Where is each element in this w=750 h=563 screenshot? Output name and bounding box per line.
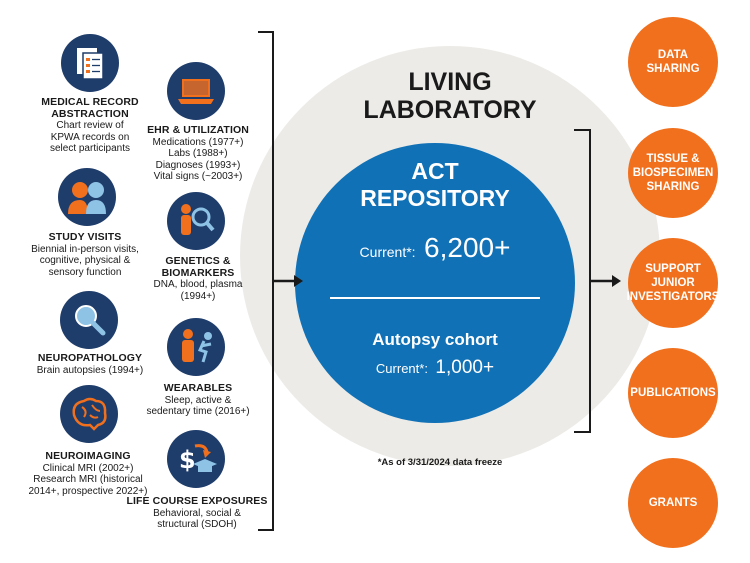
- source-neuropathology: NEUROPATHOLOGY Brain autopsies (1994+): [36, 352, 144, 376]
- divider-line: [330, 297, 540, 299]
- laptop-icon: [167, 62, 225, 120]
- magnifier-icon: [60, 291, 118, 349]
- source-genetics: GENETICS & BIOMARKERS DNA, blood, plasma…: [153, 255, 243, 302]
- brain-icon: [60, 385, 118, 443]
- people-icon: [58, 168, 116, 226]
- act-repository-circle: [295, 143, 575, 423]
- dollar-graduation-icon: $: [167, 430, 225, 488]
- output-data-sharing: DATA SHARING: [628, 17, 718, 107]
- output-support-junior-investigators: SUPPORT JUNIOR INVESTIGATORS: [627, 238, 719, 328]
- source-life-course: LIFE COURSE EXPOSURES Behavioral, social…: [126, 495, 268, 530]
- autopsy-count: Current*: 1,000+: [375, 357, 495, 378]
- current-count: Current*: 6,200+: [359, 232, 511, 263]
- source-wearables: WEARABLES Sleep, active & sedentary time…: [146, 382, 250, 417]
- arrow-to-center-icon: [272, 275, 303, 287]
- output-grants: GRANTS: [628, 458, 718, 548]
- magnify-person-icon: [167, 192, 225, 250]
- footnote: *As of 3/31/2024 data freeze: [377, 457, 503, 468]
- document-icon: [61, 34, 119, 92]
- output-publications: PUBLICATIONS: [628, 348, 718, 438]
- autopsy-cohort-title: Autopsy cohort: [372, 330, 498, 349]
- source-ehr: EHR & UTILIZATION Medications (1977+) La…: [147, 124, 249, 182]
- source-medical-record: MEDICAL RECORD ABSTRACTION Chart review …: [41, 96, 139, 154]
- svg-text:$: $: [179, 446, 196, 474]
- source-study-visits: STUDY VISITS Biennial in-person visits, …: [31, 231, 139, 278]
- right-bracket: [574, 129, 591, 433]
- living-laboratory-title: LIVING LABORATORY: [363, 68, 537, 124]
- activity-icon: [167, 318, 225, 376]
- output-tissue-biospecimen: TISSUE & BIOSPECIMEN SHARING: [628, 128, 718, 218]
- source-neuroimaging: NEUROIMAGING Clinical MRI (2002+) Resear…: [28, 450, 148, 497]
- arrow-to-outputs-icon: [590, 275, 621, 287]
- act-repository-title: ACT REPOSITORY: [360, 158, 510, 211]
